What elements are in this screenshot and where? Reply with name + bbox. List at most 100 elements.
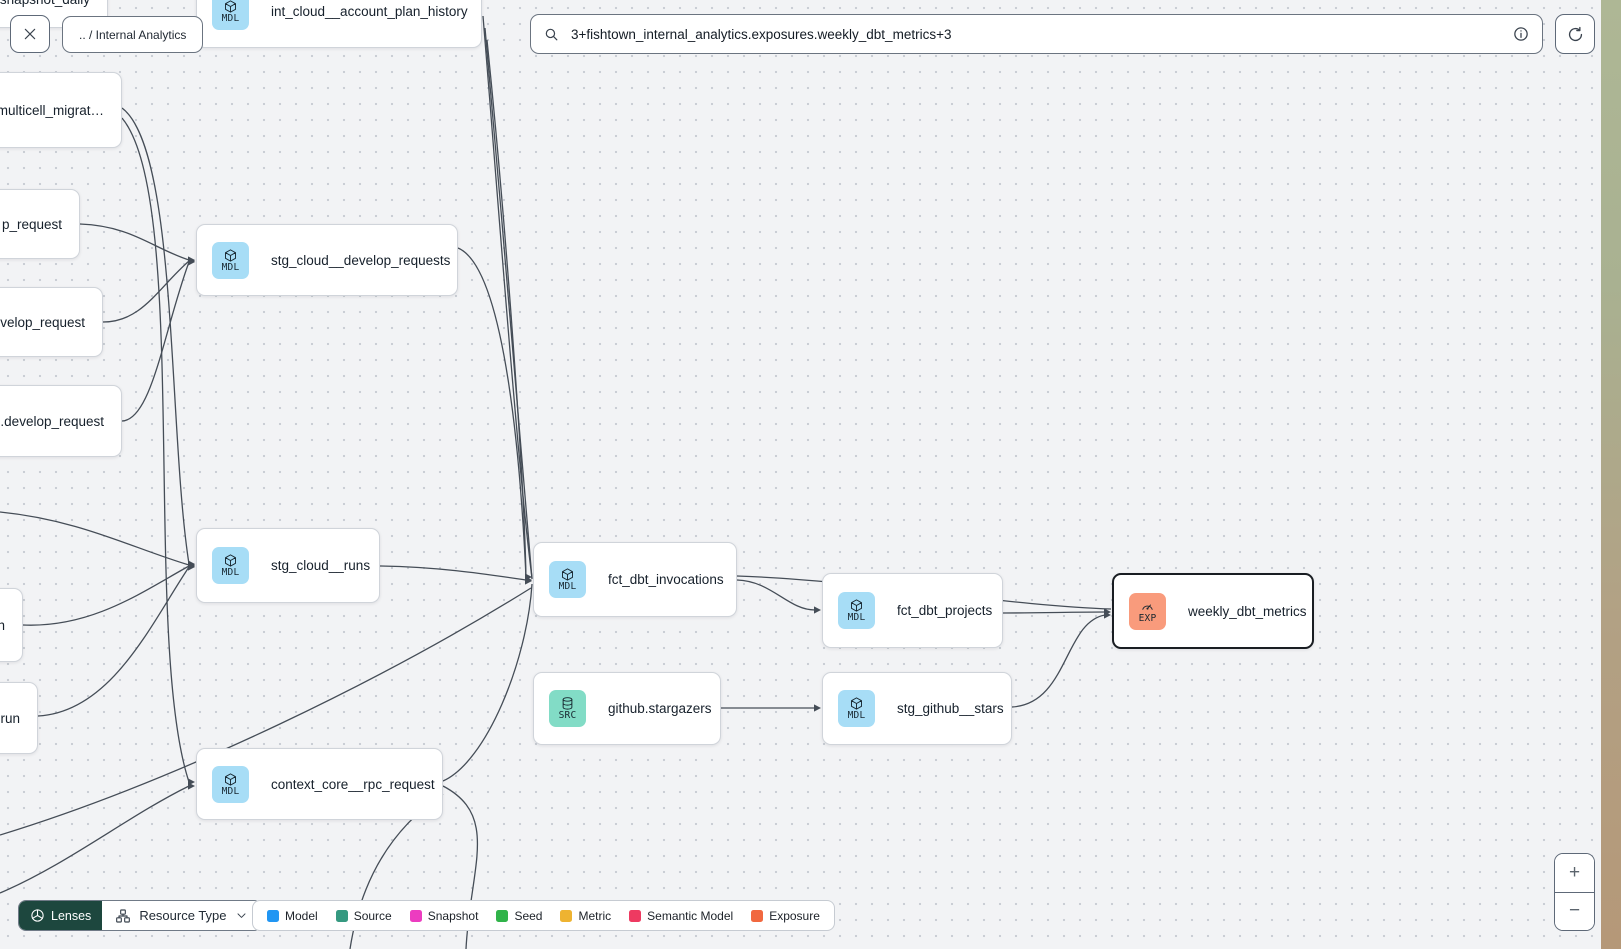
- node-fct_dbt_projects[interactable]: MDL fct_dbt_projects: [822, 573, 1003, 648]
- source-icon: [562, 697, 573, 710]
- edge: [457, 247, 527, 578]
- edge: [121, 261, 190, 422]
- legend-label: Semantic Model: [647, 908, 734, 923]
- badge-label: MDL: [847, 710, 866, 721]
- edge-arrowhead: [188, 563, 195, 571]
- legend-item-model: Model: [267, 909, 318, 923]
- model-badge: MDL: [212, 765, 249, 803]
- refresh-icon: [1568, 26, 1582, 41]
- close-button[interactable]: [10, 15, 50, 53]
- node-label: github.stargazers: [608, 701, 712, 716]
- legend-label: Snapshot: [427, 908, 479, 923]
- node-label: t.run: [0, 710, 20, 726]
- refresh-button[interactable]: [1555, 14, 1595, 54]
- node-weekly_dbt_metrics[interactable]: EXP weekly_dbt_metrics: [1112, 573, 1314, 649]
- edge: [379, 565, 527, 581]
- badge-label: MDL: [221, 261, 240, 273]
- legend-item-snapshot: Snapshot: [409, 908, 479, 923]
- model-badge: MDL: [838, 690, 875, 727]
- search-bar: [530, 14, 1543, 54]
- legend-swatch: [751, 909, 764, 922]
- lenses-icon: [31, 909, 44, 922]
- edge: [121, 107, 190, 565]
- model-icon: [851, 599, 862, 612]
- info-icon[interactable]: [1512, 25, 1530, 43]
- model-icon: [851, 697, 862, 710]
- edge-arrowhead: [814, 704, 821, 712]
- exposure-badge: EXP: [1129, 592, 1166, 630]
- resource-type-dropdown[interactable]: Resource Type: [102, 901, 260, 930]
- badge-label: MDL: [847, 612, 866, 623]
- legend-label: Seed: [514, 908, 543, 923]
- edge: [0, 785, 190, 894]
- model-icon: [225, 0, 236, 13]
- edge: [1011, 614, 1106, 708]
- node-t_run[interactable]: t.run: [0, 682, 38, 754]
- legend-item-source: Source: [335, 908, 392, 923]
- zoom-out-button[interactable]: −: [1555, 892, 1594, 930]
- node-label: n: [0, 617, 5, 633]
- node-label: multicell_migrat…: [0, 102, 104, 118]
- edge: [37, 566, 190, 717]
- edge: [22, 565, 190, 626]
- edge: [482, 15, 533, 579]
- node-label: fct_dbt_invocations: [608, 572, 724, 587]
- zoom-in-button[interactable]: +: [1555, 854, 1594, 893]
- node-stg_cloud__develop_requests[interactable]: MDL stg_cloud__develop_requests: [196, 224, 458, 296]
- badge-label: MDL: [558, 581, 577, 592]
- legend-item-metric: Metric: [560, 909, 611, 923]
- search-input[interactable]: [569, 25, 1512, 43]
- search-icon: [545, 28, 558, 40]
- badge-label: MDL: [221, 785, 240, 797]
- legend-label: Model: [285, 908, 318, 923]
- legend-swatch: [335, 909, 348, 922]
- legend-swatch: [629, 909, 642, 922]
- model-badge: MDL: [212, 241, 249, 279]
- node-github_stargazers[interactable]: SRC github.stargazers: [533, 672, 721, 745]
- node-n_node[interactable]: n: [0, 588, 23, 662]
- legend-item-semantic-model: Semantic Model: [629, 909, 733, 923]
- model-icon: [225, 554, 236, 567]
- node-label: p_request: [1, 216, 62, 232]
- legend-swatch: [496, 909, 509, 922]
- badge-label: MDL: [221, 12, 240, 24]
- node-label: stg_cloud__develop_requests: [271, 252, 451, 268]
- edge-arrowhead: [525, 576, 532, 584]
- edge-arrowhead: [1104, 611, 1111, 619]
- legend-swatch: [267, 909, 279, 922]
- model-badge: MDL: [212, 547, 249, 584]
- edge: [79, 223, 190, 261]
- badge-label: MDL: [221, 567, 240, 578]
- zoom-controls: + −: [1554, 853, 1595, 931]
- legend-item-seed: Seed: [496, 909, 542, 923]
- legend-label: Source: [353, 908, 392, 923]
- node-velop_request[interactable]: velop_request: [0, 287, 103, 357]
- edge: [1002, 611, 1106, 614]
- edge: [442, 583, 533, 782]
- source-badge: SRC: [549, 690, 586, 727]
- legend-item-exposure: Exposure: [751, 909, 820, 923]
- edge-arrowhead: [188, 782, 195, 790]
- node-label: stg_github__stars: [897, 701, 1004, 716]
- node-p_request[interactable]: p_request: [0, 189, 80, 259]
- node-label: snapshot_daily: [0, 0, 90, 7]
- resource-type-legend: Model Source Snapshot Seed Metric Semantic Mo…: [252, 900, 835, 931]
- edge: [121, 117, 190, 783]
- model-icon: [225, 248, 236, 262]
- node-stg_github__stars[interactable]: MDL stg_github__stars: [822, 672, 1012, 745]
- node-fct_dbt_invocations[interactable]: MDL fct_dbt_invocations: [533, 542, 737, 617]
- lenses-button[interactable]: Lenses: [19, 901, 103, 930]
- node-label: fct_dbt_projects: [897, 603, 993, 618]
- node-label: weekly_dbt_metrics: [1188, 603, 1307, 619]
- edge: [102, 260, 190, 323]
- breadcrumb[interactable]: .. / Internal Analytics: [62, 16, 204, 53]
- legend-swatch: [560, 909, 573, 922]
- exposure-icon: [1142, 604, 1153, 610]
- node-develop_request[interactable]: .develop_request: [0, 385, 122, 457]
- model-badge: MDL: [549, 561, 586, 598]
- node-multicell_migration[interactable]: multicell_migrat…: [0, 72, 122, 148]
